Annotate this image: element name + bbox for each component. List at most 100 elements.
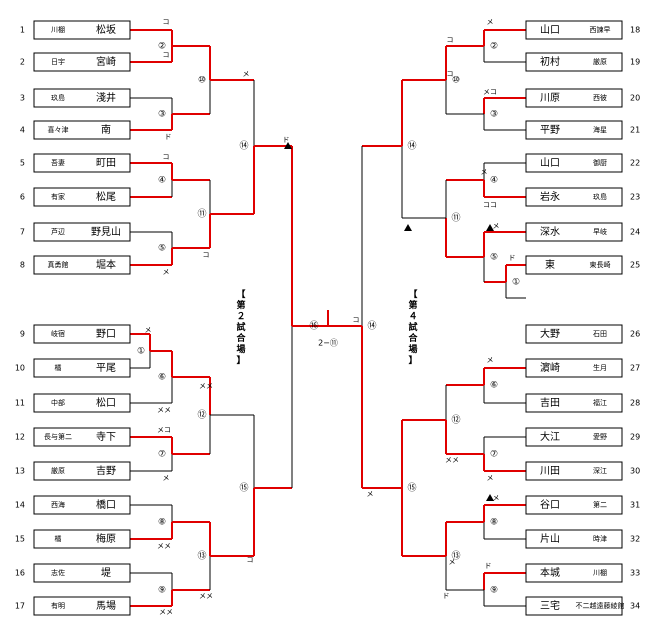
player-box	[33, 358, 131, 378]
player-box	[33, 52, 131, 72]
seed-number: 27	[630, 364, 640, 373]
match-number: ⑭	[407, 141, 416, 152]
player-school: 岐宿	[51, 329, 65, 338]
match-number: ⑭	[367, 321, 376, 332]
player-name: 初村	[540, 55, 560, 68]
player-school: 有家	[51, 192, 65, 201]
seed-number: 24	[630, 228, 640, 237]
win-triangle-icon	[486, 224, 494, 231]
match-number: ⑥	[158, 373, 166, 383]
player-name: 吉田	[540, 397, 560, 409]
player-box	[33, 596, 131, 616]
player-name: 野口	[96, 328, 116, 340]
match-number: ⑪	[451, 213, 460, 224]
win-mark: メ	[493, 494, 500, 502]
match-number: ⑮	[239, 483, 248, 494]
win-mark: メ	[487, 356, 494, 364]
player-box	[525, 461, 623, 481]
match-number: ⑤	[158, 244, 166, 254]
win-mark: メ	[145, 326, 152, 334]
seed-number: 13	[15, 467, 25, 476]
seed-number: 29	[630, 433, 640, 442]
seed-number: 31	[630, 501, 640, 510]
win-mark: コ	[447, 36, 454, 44]
player-school: 厳原	[593, 57, 607, 66]
win-mark: メ	[163, 268, 170, 276]
win-mark: コ	[163, 153, 170, 161]
win-mark: メ	[487, 474, 494, 482]
win-mark: ド	[165, 133, 172, 141]
player-name: 大野	[540, 327, 560, 340]
win-mark: メ	[243, 70, 250, 78]
player-school: 川棚	[593, 568, 607, 577]
match-number: ⑫	[197, 410, 206, 421]
seed-number: 18	[630, 26, 640, 35]
player-box	[33, 120, 131, 140]
player-name: 三宅	[540, 599, 560, 612]
player-school: 東長崎	[590, 260, 611, 269]
player-name: 野見山	[91, 226, 121, 238]
player-name: 松坂	[96, 23, 116, 36]
seed-number: 1	[20, 26, 25, 35]
win-mark: メ	[493, 222, 500, 230]
player-school: 有明	[51, 601, 65, 610]
player-box	[525, 52, 623, 72]
player-box	[33, 495, 131, 515]
player-name: 東	[545, 258, 555, 271]
seed-number: 10	[15, 364, 25, 373]
win-mark: メメ	[445, 456, 459, 464]
player-name: 寺下	[96, 431, 116, 443]
seed-number: 3	[20, 94, 25, 103]
seed-number: 33	[630, 569, 640, 578]
seed-number: 30	[630, 467, 640, 476]
win-triangle-icon	[404, 224, 412, 231]
player-box	[525, 222, 623, 242]
seed-number: 16	[15, 569, 25, 578]
win-mark: コ	[353, 316, 360, 324]
win-mark: メコ	[157, 426, 171, 434]
win-mark: コ	[203, 251, 210, 259]
win-mark: コ	[447, 70, 454, 78]
player-box	[33, 324, 131, 344]
win-mark: メ	[449, 558, 456, 566]
match-number: ⑬	[197, 551, 206, 562]
player-school: 御厨	[593, 158, 607, 167]
player-school: 時津	[593, 535, 607, 543]
player-box	[525, 120, 623, 140]
player-box	[525, 563, 623, 583]
match-number: ②	[158, 42, 166, 52]
match-number: ③	[490, 110, 498, 120]
player-box	[525, 324, 623, 344]
player-school: 橘	[55, 534, 62, 543]
seed-number: 20	[630, 94, 640, 103]
win-mark: コ	[247, 556, 254, 564]
player-name: 谷口	[540, 499, 560, 511]
match-number: ⑩	[198, 76, 206, 86]
win-mark: メメ	[199, 382, 213, 390]
match-number: ④	[490, 176, 498, 186]
match-number: ⑦	[158, 450, 166, 460]
player-school: 第二	[593, 500, 607, 509]
player-box	[525, 255, 623, 275]
win-mark: コ	[163, 51, 170, 59]
win-mark: ド	[283, 136, 290, 144]
seed-number: 15	[15, 535, 25, 544]
player-school: 深江	[593, 466, 607, 475]
player-box	[525, 495, 623, 515]
seed-number: 32	[630, 535, 640, 544]
final-score: 2−⑪	[318, 339, 338, 348]
player-school: 生月	[593, 363, 607, 372]
player-school: 西彼	[593, 93, 607, 102]
player-name: 大江	[540, 430, 560, 443]
player-box	[33, 393, 131, 413]
seed-number: 5	[20, 159, 25, 168]
match-number: ⑧	[158, 518, 166, 528]
player-box	[33, 20, 131, 40]
seed-number: 2	[20, 58, 25, 67]
player-box	[33, 187, 131, 207]
win-mark: メコ	[483, 88, 497, 96]
seed-number: 17	[15, 602, 25, 611]
player-name: 山口	[540, 24, 560, 36]
win-triangle-icon	[486, 494, 494, 501]
player-name: 吉野	[96, 465, 116, 477]
